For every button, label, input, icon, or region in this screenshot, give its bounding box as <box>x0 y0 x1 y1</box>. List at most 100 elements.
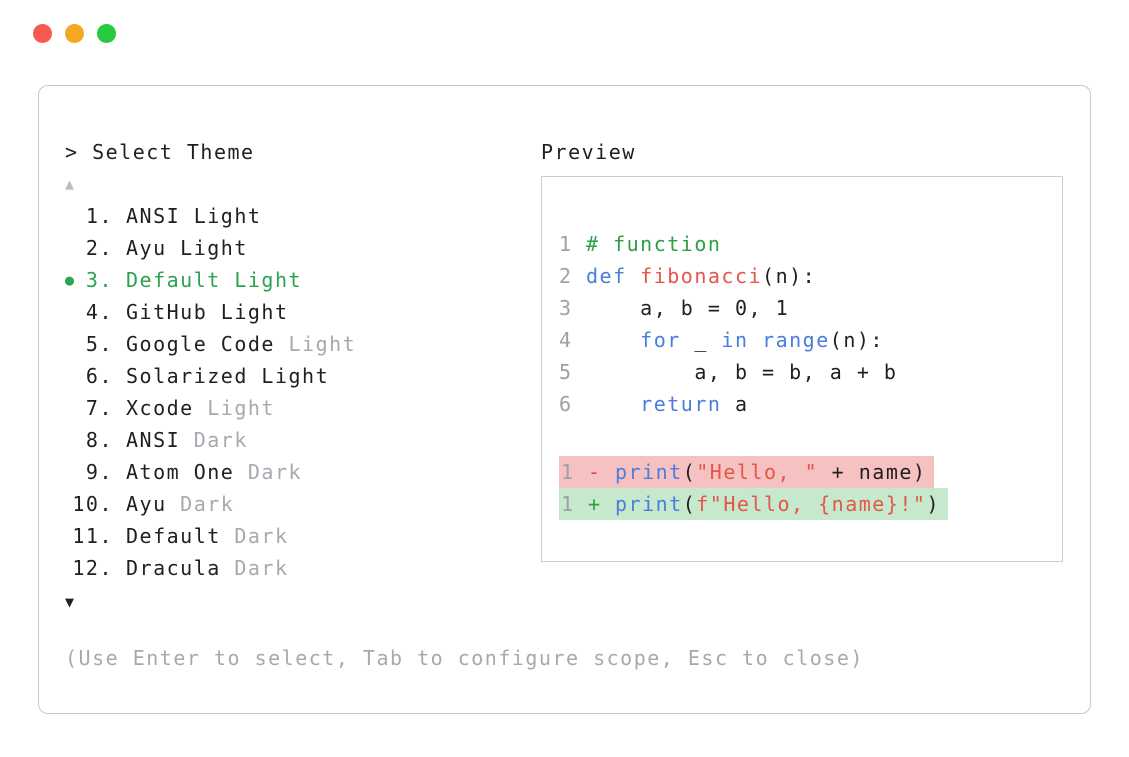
code-token-keyword: range <box>762 328 830 352</box>
diff-line-added: 1 + print(f"Hello, {name}!") <box>559 488 949 520</box>
theme-item-number: 2. <box>85 236 113 260</box>
diff-sign-removed: - <box>588 460 602 484</box>
code-text: for _ in range(n): <box>586 328 884 352</box>
code-token-plain <box>586 328 640 352</box>
line-number: 5 <box>559 360 573 384</box>
code-text: return a <box>586 392 749 416</box>
theme-item-default-dark[interactable]: 11.Default Dark <box>65 520 356 552</box>
code-token-string: "Hello, " <box>696 460 819 484</box>
theme-item-number: 12. <box>72 556 113 580</box>
theme-item-atom-one-dark[interactable]: 9.Atom One Dark <box>65 456 356 488</box>
theme-item-variant: Light <box>261 364 330 388</box>
theme-item-number: 6. <box>85 364 113 388</box>
theme-item-dracula-dark[interactable]: 12. Dracula Dark <box>65 552 356 584</box>
code-token-plain: ( <box>682 492 697 516</box>
scroll-up-icon[interactable]: ▲ <box>65 175 76 193</box>
line-number: 1 <box>561 492 575 516</box>
theme-item-ayu-light[interactable]: 2. Ayu Light <box>65 232 356 264</box>
code-token-keyword: print <box>615 492 683 516</box>
code-token-keyword: print <box>615 460 683 484</box>
code-line: 4 for _ in range(n): <box>559 324 1044 356</box>
theme-item-google-code-light[interactable]: 5. Google Code Light <box>65 328 356 360</box>
line-number: 3 <box>559 296 573 320</box>
code-line: 5 a, b = b, a + b <box>559 356 1044 388</box>
code-token-keyword: for <box>640 328 681 352</box>
line-number: 4 <box>559 328 573 352</box>
theme-item-solarized-light[interactable]: 6. Solarized Light <box>65 360 356 392</box>
theme-item-name: Atom One <box>126 460 235 484</box>
theme-item-variant: Light <box>220 300 289 324</box>
theme-item-number: 5. <box>85 332 113 356</box>
theme-item-name: Xcode <box>126 396 194 420</box>
code-text: a, b = b, a + b <box>586 360 897 384</box>
theme-item-number: 7. <box>85 396 113 420</box>
code-token-plain: a, b = b, a + b <box>586 360 898 384</box>
select-theme-prompt: > Select Theme <box>65 140 255 164</box>
diff-sign-added: + <box>588 492 602 516</box>
theme-item-number: 11. <box>72 524 113 548</box>
theme-item-name: Default <box>126 268 221 292</box>
theme-item-github-light[interactable]: 4.GitHub Light <box>65 296 356 328</box>
line-number: 1 <box>561 460 575 484</box>
theme-item-ansi-light[interactable]: 1. ANSI Light <box>65 200 356 232</box>
code-token-plain: (n): <box>762 264 817 288</box>
theme-item-name: Google Code <box>126 332 275 356</box>
code-token-plain: a, b = 0, 1 <box>586 296 790 320</box>
preview-label: Preview <box>541 140 636 164</box>
code-token-plain: a <box>721 392 749 416</box>
minimize-window-button[interactable] <box>65 24 84 43</box>
code-line: 6 return a <box>559 388 1044 420</box>
code-token-comment: # function <box>586 232 722 256</box>
code-line: 3 a, b = 0, 1 <box>559 292 1044 324</box>
theme-item-variant: Light <box>193 204 262 228</box>
code-token-string: f"Hello, {name}!" <box>696 492 927 516</box>
code-token-plain <box>749 328 763 352</box>
code-text: a, b = 0, 1 <box>586 296 789 320</box>
theme-item-xcode-light[interactable]: 7. Xcode Light <box>65 392 356 424</box>
code-text: print(f"Hello, {name}!") <box>615 492 940 516</box>
line-number: 6 <box>559 392 573 416</box>
theme-item-name: ANSI <box>126 428 181 452</box>
close-window-button[interactable] <box>33 24 52 43</box>
theme-item-number: 3. <box>85 268 113 292</box>
theme-item-variant: Light <box>234 268 303 292</box>
code-token-plain: + name) <box>818 460 927 484</box>
selected-bullet-icon: ● <box>65 271 76 289</box>
diff-block: 1-print("Hello, " + name)1+print(f"Hello… <box>559 456 1044 520</box>
theme-item-name: GitHub <box>126 300 208 324</box>
theme-item-default-light[interactable]: ● 3. Default Light <box>65 264 356 296</box>
theme-item-variant: Dark <box>234 556 289 580</box>
code-token-plain: (n): <box>829 328 884 352</box>
window-controls <box>33 24 116 43</box>
code-line: 1 # function <box>559 228 1044 260</box>
theme-item-number: 1. <box>85 204 113 228</box>
theme-item-variant: Light <box>180 236 248 260</box>
theme-item-variant: Light <box>207 396 275 420</box>
code-text: # function <box>586 232 721 256</box>
code-token-plain: ) <box>926 492 941 516</box>
code-token-keyword: in <box>721 328 749 352</box>
code-text: def fibonacci(n): <box>586 264 816 288</box>
theme-item-name: ANSI <box>126 204 181 228</box>
code-token-plain <box>586 392 640 416</box>
theme-item-number: 8. <box>85 428 113 452</box>
theme-item-number: 10. <box>72 492 113 516</box>
theme-item-name: Dracula <box>126 556 221 580</box>
theme-item-ansi-dark[interactable]: 8. ANSI Dark <box>65 424 356 456</box>
theme-item-variant: Dark <box>193 428 248 452</box>
theme-item-name: Ayu <box>126 236 167 260</box>
theme-picker-panel: > Select Theme ▲ 1. ANSI Light 2. Ayu Light… <box>38 85 1091 714</box>
line-number: 1 <box>559 232 573 256</box>
theme-item-variant: Light <box>288 332 357 356</box>
theme-item-name: Solarized <box>126 364 248 388</box>
zoom-window-button[interactable] <box>97 24 116 43</box>
theme-item-ayu-dark[interactable]: 10.Ayu Dark <box>65 488 356 520</box>
scroll-down-icon[interactable]: ▼ <box>65 593 76 611</box>
theme-item-number: 9. <box>85 460 113 484</box>
code-token-function: fibonacci <box>640 264 763 288</box>
